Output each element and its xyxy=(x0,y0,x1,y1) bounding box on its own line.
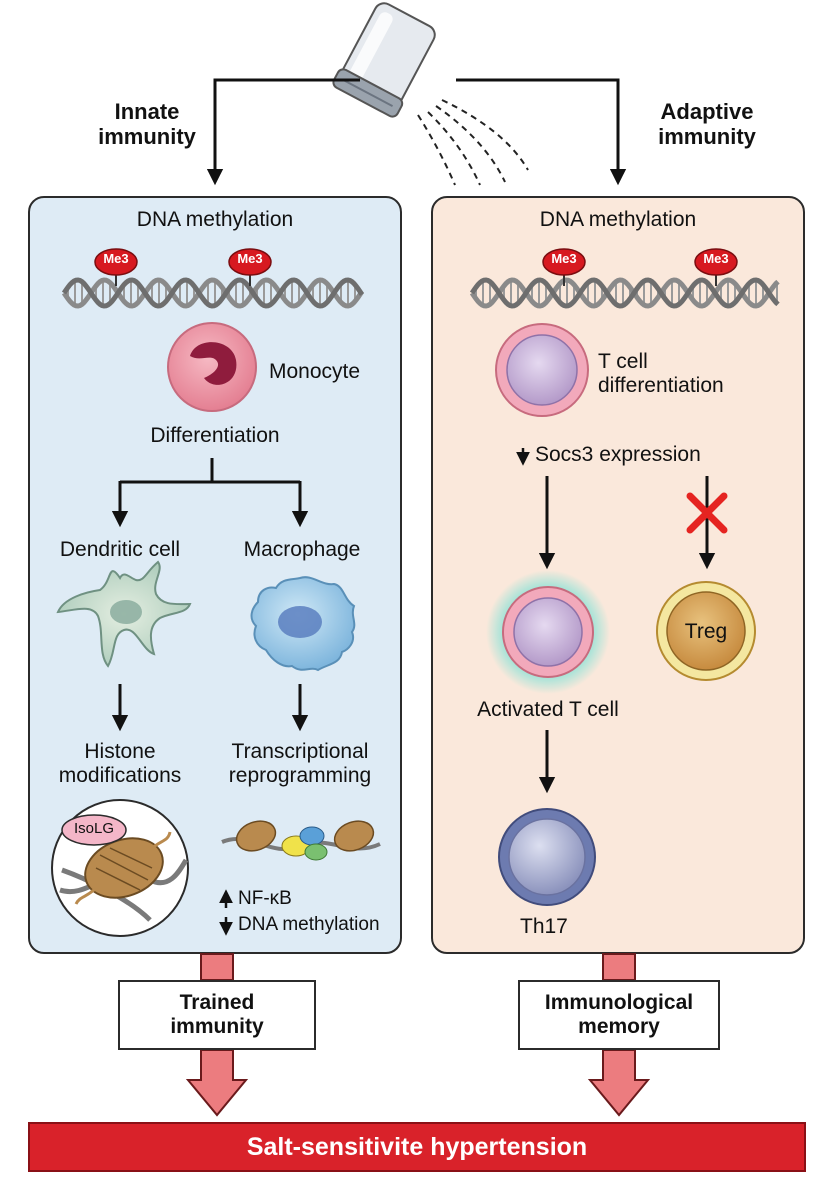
salt-sensitive-hypertension-bar: Salt-sensitivite hypertension xyxy=(28,1122,806,1172)
t-cell-differentiation-label: T cell differentiation xyxy=(598,350,724,397)
dna-helix-icon xyxy=(61,277,365,309)
trained-immunity-box: Trained immunity xyxy=(118,980,316,1050)
dna-strand xyxy=(61,277,365,309)
macrophage-label: Macrophage xyxy=(243,538,361,561)
dna-strand xyxy=(61,277,365,309)
x-mark-icon xyxy=(686,492,728,534)
isolg-tag xyxy=(61,814,127,846)
salt-shaker-icon xyxy=(332,2,436,118)
dendritic-cell xyxy=(56,560,192,668)
innate-immunity-label: Innate immunity xyxy=(98,99,196,149)
top-branch-arrows xyxy=(206,78,627,186)
dna-helix-icon xyxy=(469,277,780,309)
innate-down-arrows xyxy=(111,684,309,732)
adaptive-immunity-panel xyxy=(431,196,805,954)
dna-strand xyxy=(469,277,780,309)
me3-label: Me3 xyxy=(237,251,263,266)
me3-label: Me3 xyxy=(551,251,577,266)
dna-strand xyxy=(469,277,780,309)
chromatin-icon xyxy=(221,820,381,861)
nfkb-label: NF-κB xyxy=(238,888,292,909)
transcriptional-reprogramming-label: Transcriptional reprogramming xyxy=(228,740,372,787)
differentiation-label: Differentiation xyxy=(150,424,280,447)
socs3-expression-label: Socs3 expression xyxy=(535,443,701,466)
th17-label: Th17 xyxy=(520,915,568,938)
me3-tag xyxy=(542,248,586,286)
innate-dna-methylation-header: DNA methylation xyxy=(136,208,294,231)
monocyte-label: Monocyte xyxy=(269,360,361,383)
macrophage-cell xyxy=(250,576,356,672)
salt-stream xyxy=(417,99,529,186)
adaptive-immunity-label: Adaptive immunity xyxy=(658,99,756,149)
differentiation-branch xyxy=(111,458,309,528)
me3-tag xyxy=(228,248,272,286)
monocyte-cell xyxy=(167,322,257,412)
activated-t-cell-label: Activated T cell xyxy=(477,698,619,721)
t-cell xyxy=(495,323,589,417)
me3-label: Me3 xyxy=(703,251,729,266)
dendritic-cell-label: Dendritic cell xyxy=(59,538,181,561)
th17-cell xyxy=(498,808,596,906)
adaptive-arrows xyxy=(538,476,716,794)
fat-arrow xyxy=(185,953,249,1117)
adaptive-dna-methylation-header: DNA methylation xyxy=(539,208,697,231)
me3-label: Me3 xyxy=(103,251,129,266)
dna-methylation-down-label: DNA methylation xyxy=(238,914,380,935)
activated-t-cell xyxy=(486,570,610,694)
isolg-label: IsoLG xyxy=(73,820,115,837)
histone-modifications-label: Histone modifications xyxy=(58,740,182,787)
treg-cell xyxy=(656,581,756,681)
me3-tag xyxy=(94,248,138,286)
me3-tag xyxy=(694,248,738,286)
immunological-memory-box: Immunological memory xyxy=(518,980,720,1050)
treg-label: Treg xyxy=(684,620,728,643)
